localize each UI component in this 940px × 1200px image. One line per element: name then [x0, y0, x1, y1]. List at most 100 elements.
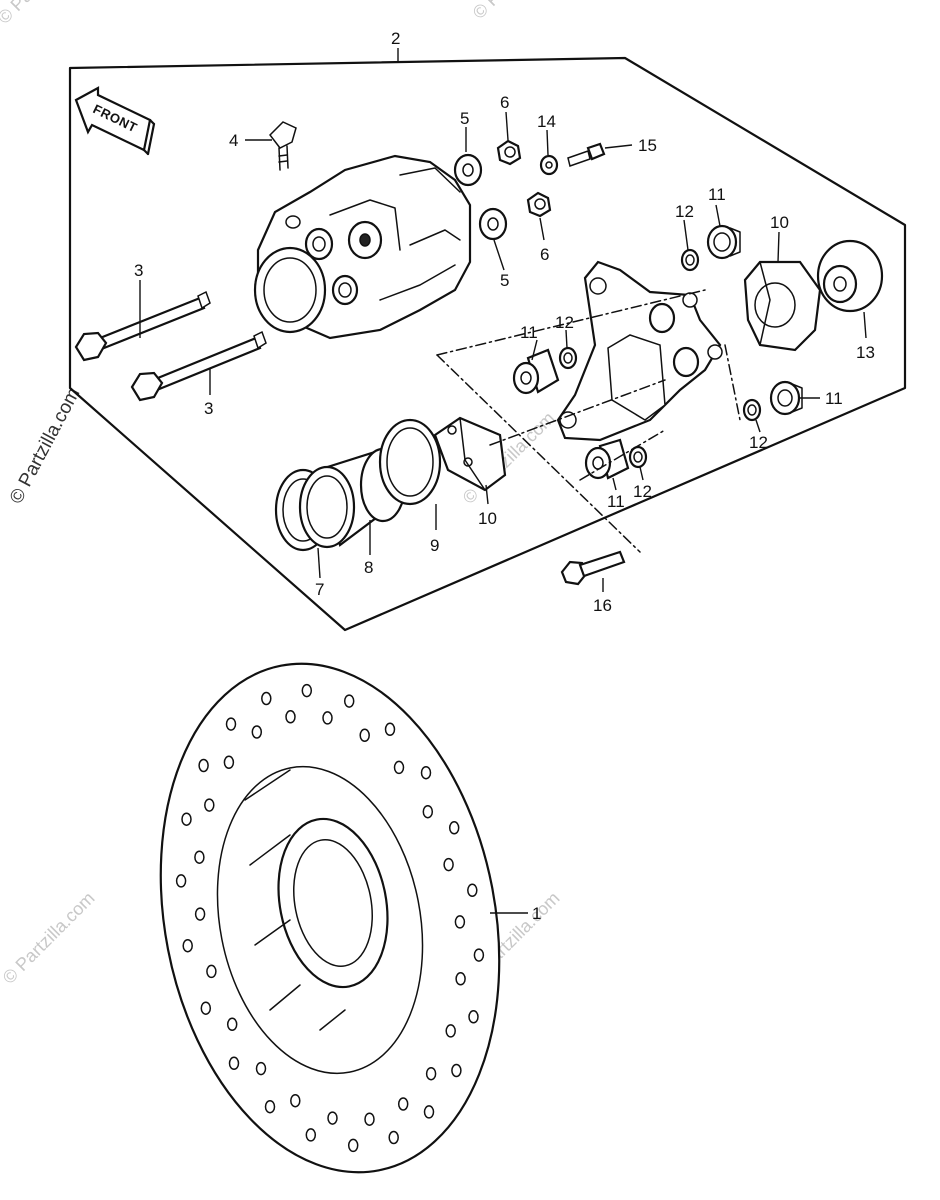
- disc-hole: [175, 874, 187, 888]
- bushing-11-c: [769, 380, 803, 416]
- disc-hole: [451, 1063, 462, 1078]
- disc-hole: [226, 1017, 238, 1032]
- disc-hole: [198, 758, 209, 773]
- disc-hole: [420, 765, 432, 780]
- disc-hole: [448, 821, 460, 835]
- disc-hole: [194, 907, 206, 921]
- oring-12-b: [558, 346, 578, 370]
- bolt-16: [560, 550, 626, 586]
- disc-hole: [468, 1010, 479, 1024]
- assembly-outline: [68, 56, 907, 632]
- callout-5-top: 5: [460, 109, 469, 128]
- callout-12-b: 12: [555, 313, 574, 332]
- bushing-11-b: [512, 348, 560, 395]
- caliper-bracket: [556, 260, 723, 442]
- disc-hole: [261, 691, 272, 706]
- callout-1: 1: [532, 904, 541, 923]
- nut-6-bottom: [526, 191, 552, 218]
- callout-12-a: 12: [675, 202, 694, 221]
- brake-disc: [159, 662, 501, 1174]
- disc-hole: [364, 1112, 375, 1126]
- disc-hole: [455, 972, 466, 986]
- disc-hole: [397, 1097, 409, 1111]
- disc-hole: [347, 1138, 359, 1153]
- disc-hole: [285, 710, 296, 724]
- callout-11-b: 11: [520, 323, 538, 342]
- disc-hole: [228, 1056, 240, 1071]
- disc-hole: [322, 711, 333, 725]
- disc-hole: [194, 850, 205, 864]
- bleed-valve: [269, 121, 297, 171]
- bolt-15: [567, 142, 606, 167]
- nut-6-top: [496, 139, 522, 166]
- bushing-11-d: [584, 438, 630, 480]
- disc-hole: [181, 812, 192, 826]
- disc-hole: [204, 798, 215, 812]
- caliper-body: [253, 154, 472, 340]
- disc-hole: [305, 1128, 317, 1142]
- callout-3-lower: 3: [204, 399, 213, 418]
- front-arrow-icon: FRONT: [74, 86, 156, 156]
- callout-5-bottom: 5: [500, 271, 509, 290]
- callout-6-bottom: 6: [540, 245, 549, 264]
- pad-10-upper: [743, 260, 822, 352]
- bolt-3-lower: [130, 330, 267, 402]
- disc-hole: [467, 883, 478, 898]
- disc-hole: [225, 717, 237, 731]
- callout-11-d: 11: [607, 492, 625, 511]
- callout-8: 8: [364, 558, 373, 577]
- callout-16: 16: [593, 596, 612, 615]
- disc-hole: [393, 760, 405, 775]
- watermark-side: © Partzilla.com: [6, 384, 85, 507]
- disc-hole: [388, 1130, 399, 1145]
- callout-9: 9: [430, 536, 439, 555]
- disc-hole: [223, 755, 235, 770]
- ring-9: [378, 418, 442, 506]
- callout-2: 2: [391, 29, 400, 48]
- disc-hole: [454, 915, 466, 929]
- callout-10-lower: 10: [478, 509, 497, 528]
- callout-10-upper: 10: [770, 213, 789, 232]
- washer-5-top: [453, 153, 483, 187]
- callout-12-d: 12: [633, 482, 652, 501]
- callout-3-upper: 3: [134, 261, 143, 280]
- pad-10-lower: [433, 416, 507, 492]
- watermark-left: © Partzilla.com: [0, 888, 99, 988]
- callout-7: 7: [315, 580, 324, 599]
- disc-hole: [327, 1111, 338, 1125]
- callout-13: 13: [856, 343, 875, 362]
- centerlines: [436, 289, 741, 553]
- cap-13: [816, 239, 884, 313]
- washer-5-bottom: [478, 207, 508, 241]
- disc-hole: [251, 725, 263, 739]
- disc-hole: [445, 1024, 456, 1038]
- disc-hole: [301, 683, 313, 698]
- callouts: 2 4 5 6 14 15 3 3 5 6 12 11 10 13 11 12 …: [134, 29, 875, 923]
- disc-hole: [290, 1093, 301, 1108]
- disc-hole: [384, 722, 396, 737]
- callout-14: 14: [537, 112, 556, 131]
- watermark-top-left: © Partzilla.com: [0, 0, 94, 28]
- leader-lines: [139, 48, 867, 914]
- callout-4: 4: [229, 131, 238, 150]
- oring-12-c: [742, 398, 762, 422]
- disc-hole: [425, 1066, 437, 1081]
- disc-hole: [359, 728, 370, 743]
- disc-hole: [423, 1105, 435, 1119]
- washer-14: [539, 154, 559, 176]
- disc-hole: [443, 857, 454, 872]
- disc-hole: [264, 1099, 276, 1114]
- bushing-11-a: [706, 224, 741, 260]
- disc-hole: [182, 938, 193, 953]
- disc-hole: [473, 948, 485, 962]
- disc-hole: [422, 804, 434, 819]
- bolt-3-upper: [74, 290, 211, 362]
- callout-12-c: 12: [749, 433, 768, 452]
- oring-12-d: [628, 445, 648, 469]
- disc-hole: [200, 1001, 212, 1015]
- callout-15: 15: [638, 136, 657, 155]
- callout-11-c: 11: [825, 389, 843, 408]
- callout-6-top: 6: [500, 93, 509, 112]
- callout-11-a: 11: [708, 185, 726, 204]
